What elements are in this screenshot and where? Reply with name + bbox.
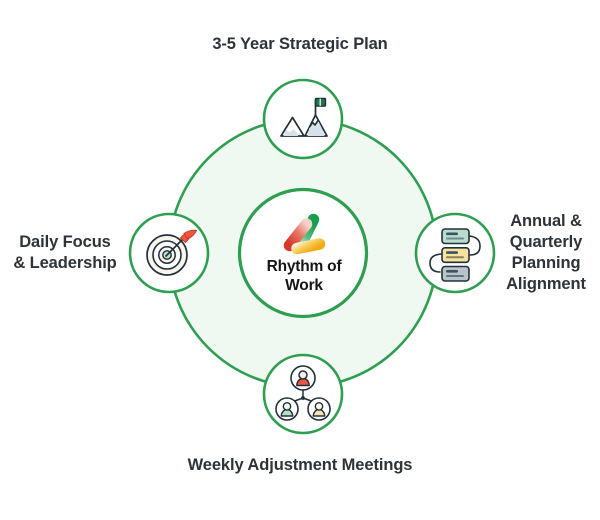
label-top-strategic-plan: 3-5 Year Strategic Plan: [212, 35, 388, 53]
node-bottom-weekly-meetings[interactable]: [262, 353, 344, 435]
node-right-planning-alignment[interactable]: [414, 212, 496, 294]
label-bottom-weekly-meetings: Weekly Adjustment Meetings: [187, 456, 413, 474]
label-left-daily-focus: Daily Focus & Leadership: [13, 233, 117, 273]
node-top-strategic-plan[interactable]: [262, 78, 344, 160]
label-right-planning-alignment: Annual & Quarterly Planning Alignment: [506, 212, 586, 294]
workflow-process-cards-icon: [429, 228, 481, 282]
rhythm-of-work-triangle-logo: [283, 213, 326, 255]
center-title: Rhythm of Work: [266, 258, 342, 294]
team-network-people-icon: [275, 365, 331, 421]
target-bullseye-arrow-icon: [146, 229, 197, 276]
center-node[interactable]: [237, 187, 369, 319]
node-left-daily-focus[interactable]: [128, 212, 210, 294]
node-circle-top: [262, 78, 344, 160]
mountain-summit-flag-icon: [280, 97, 328, 137]
